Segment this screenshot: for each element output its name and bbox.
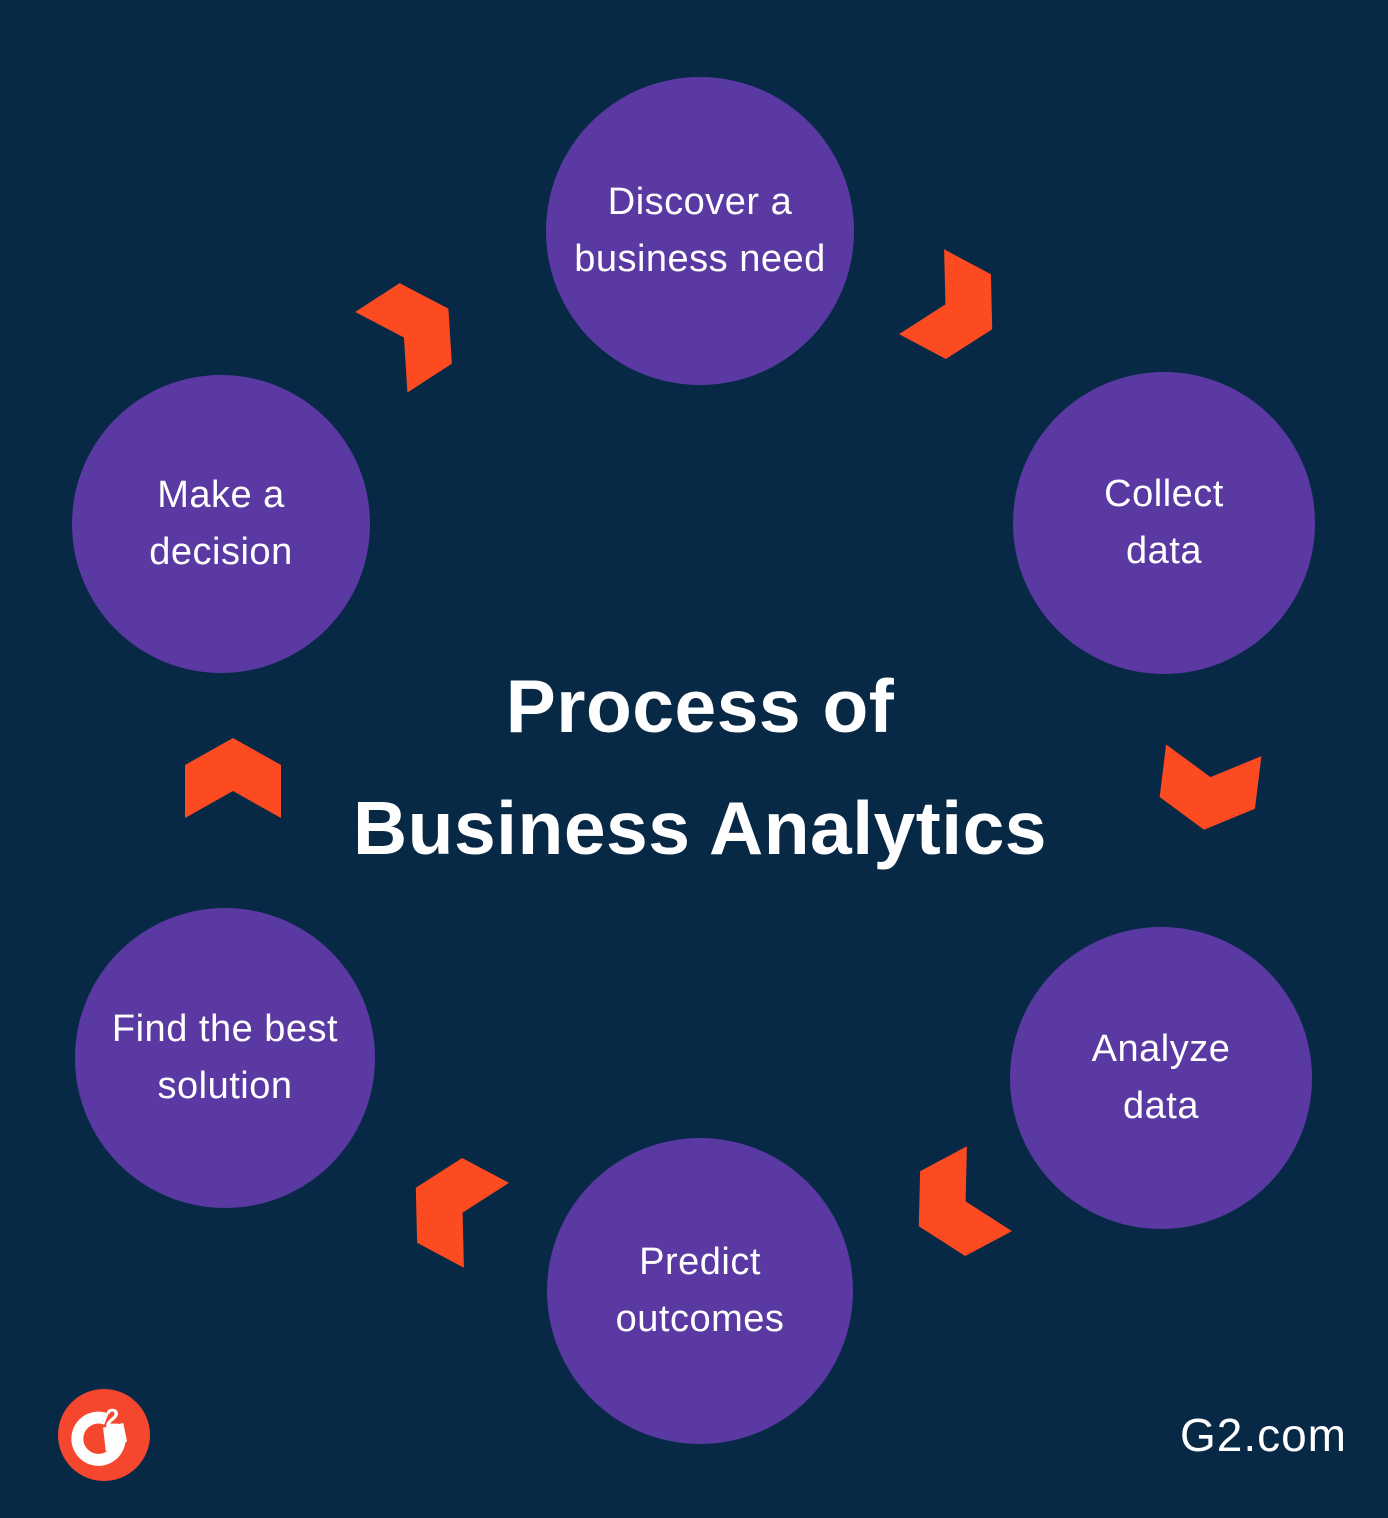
- flow-chevron-icon-find-to-decide: [185, 738, 281, 820]
- flow-chevron-icon-discover-to-collect: [897, 248, 1014, 371]
- node-label: outcomes: [615, 1298, 785, 1340]
- node-label: Predict: [639, 1241, 761, 1283]
- node-label: decision: [149, 531, 293, 573]
- g2-logo-superscript: 2: [105, 1406, 119, 1433]
- g2-logo-icon: 2: [58, 1389, 150, 1481]
- node-collect-data: Collect data: [1013, 372, 1315, 674]
- diagram-title-line2: Business Analytics: [353, 786, 1047, 871]
- node-label: Make a: [157, 474, 285, 516]
- node-find-best-solution: Find the best solution: [75, 908, 375, 1208]
- flow-chevron-icon-collect-to-analyze: [1156, 742, 1262, 835]
- node-label: Discover a: [607, 181, 793, 223]
- node-label: data: [1123, 1085, 1199, 1127]
- node-label: data: [1126, 530, 1202, 572]
- node-make-decision: Make a decision: [72, 375, 370, 673]
- node-label: Collect: [1104, 473, 1224, 515]
- diagram-title-line1: Process of: [505, 664, 895, 748]
- flow-chevron-icon-decide-to-discover: [353, 268, 474, 393]
- node-label: solution: [157, 1065, 293, 1107]
- node-label: business need: [574, 238, 826, 280]
- site-url: G2.com: [1179, 1409, 1347, 1461]
- node-label: Analyze: [1091, 1028, 1231, 1070]
- flow-chevron-icon-predict-to-find: [393, 1145, 510, 1268]
- diagram-title: Process of Business Analytics: [294, 645, 1106, 890]
- node-label: Find the best: [111, 1008, 339, 1050]
- node-analyze-data: Analyze data: [1010, 927, 1312, 1229]
- node-discover-business-need: Discover a business need: [546, 77, 854, 385]
- node-predict-outcomes: Predict outcomes: [547, 1138, 853, 1444]
- flow-chevron-icon-analyze-to-predict: [896, 1145, 1013, 1268]
